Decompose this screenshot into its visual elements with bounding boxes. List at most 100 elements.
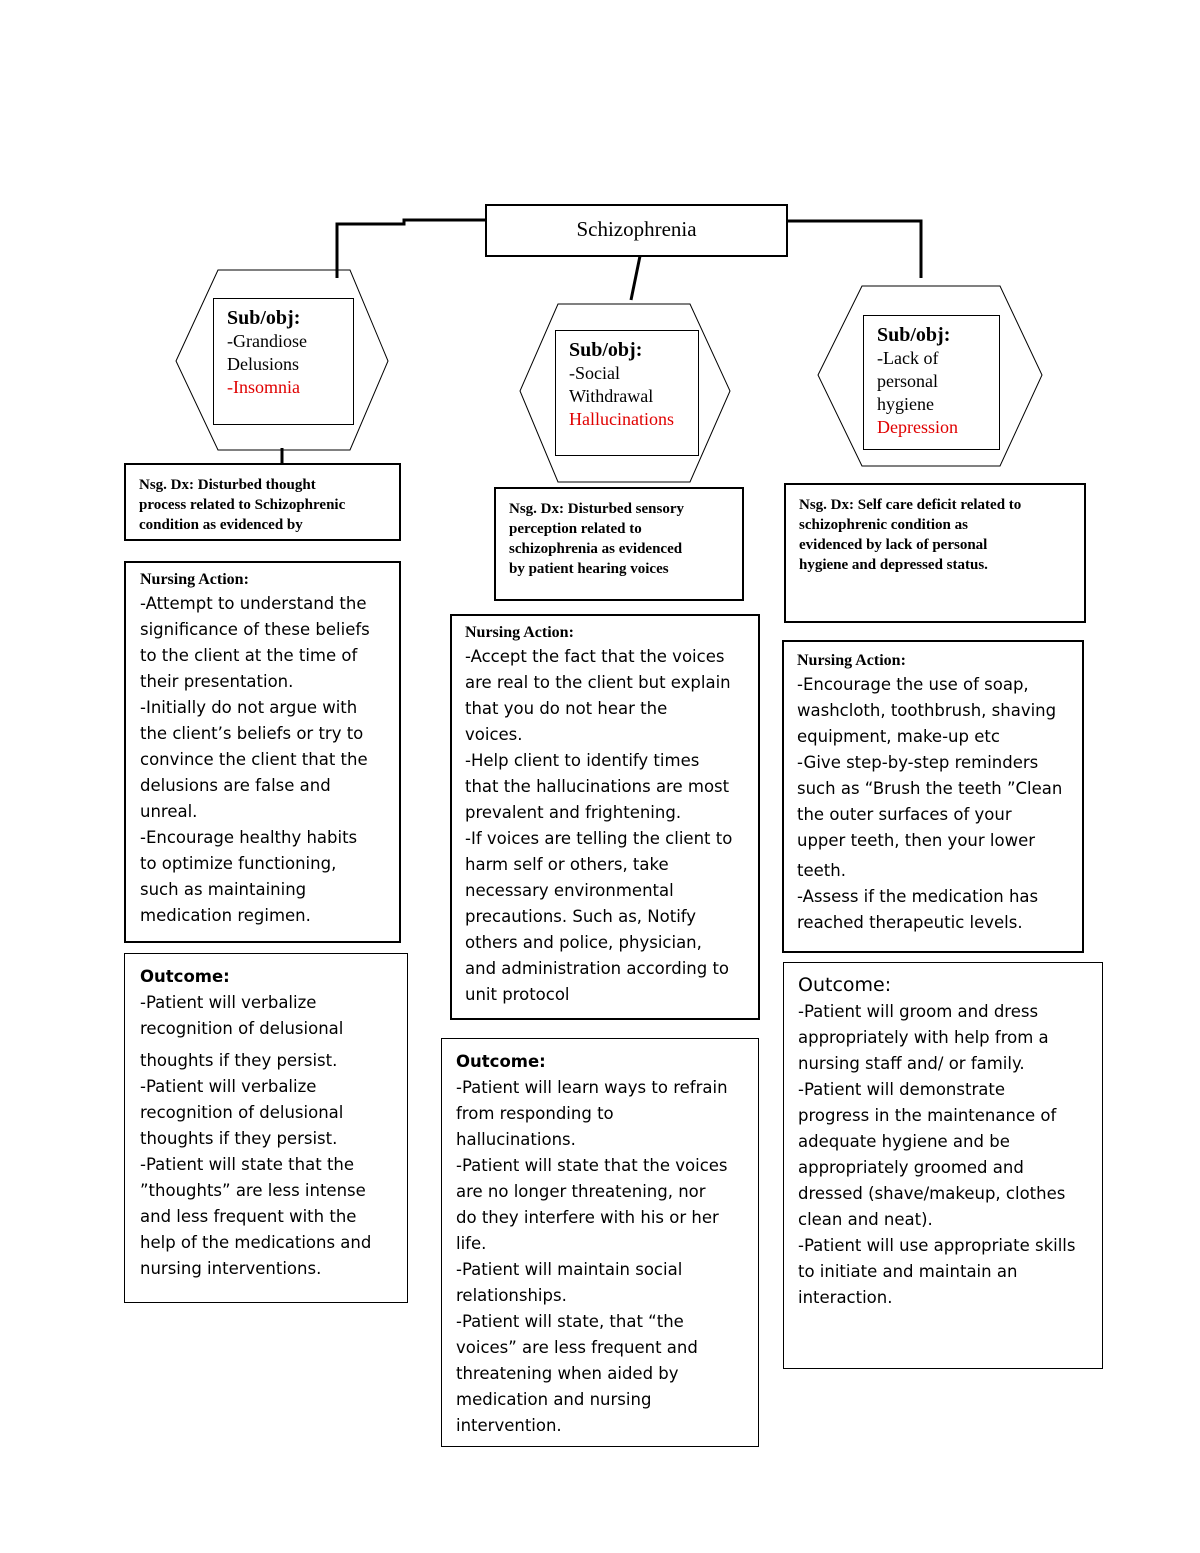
- nursing-action-line: upper teeth, then your lower: [797, 831, 1036, 850]
- nursing-action-line: teeth.: [797, 861, 846, 880]
- nursing-action-line: such as maintaining: [140, 880, 307, 899]
- nsg-dx-line: Nsg. Dx: Disturbed sensory: [509, 501, 685, 517]
- outcome-line: intervention.: [456, 1416, 562, 1435]
- nursing-action-box-middle: Nursing Action: -Accept the fact that th…: [450, 614, 760, 1020]
- outcome-line: -Patient will verbalize: [140, 1077, 317, 1096]
- nsg-dx-line: schizophrenia as evidenced: [509, 541, 683, 557]
- outcome-title: Outcome:: [140, 967, 230, 986]
- nursing-action-line: others and police, physician,: [465, 933, 702, 952]
- nursing-action-line: harm self or others, take: [465, 855, 669, 874]
- outcome-line: -Patient will state, that “the: [456, 1312, 684, 1331]
- subobj-flag: Depression: [877, 417, 958, 437]
- outcome-line: nursing staff and/ or family.: [798, 1054, 1025, 1073]
- outcome-line: recognition of delusional: [140, 1103, 344, 1122]
- nursing-action-title: Nursing Action:: [465, 624, 574, 641]
- subobj-item: -Social: [569, 363, 620, 383]
- nursing-action-line: the outer surfaces of your: [797, 805, 1012, 824]
- outcome-line: -Patient will groom and dress: [798, 1002, 1039, 1021]
- outcome-line: ”thoughts” are less intense: [140, 1181, 366, 1200]
- nursing-action-line: -Help client to identify times: [465, 751, 700, 770]
- subobj-box-middle: Sub/obj: -Social Withdrawal Hallucinatio…: [555, 330, 699, 456]
- outcome-box-middle: Outcome: -Patient will learn ways to ref…: [441, 1038, 759, 1447]
- nursing-action-line: unreal.: [140, 802, 198, 821]
- outcome-line: medication and nursing: [456, 1390, 652, 1409]
- outcome-box-left: Outcome: -Patient will verbalize recogni…: [124, 953, 408, 1303]
- nsg-dx-line: hygiene and depressed status.: [799, 557, 988, 573]
- nsg-dx-box-middle: Nsg. Dx: Disturbed sensory perception re…: [494, 487, 744, 601]
- outcome-line: and less frequent with the: [140, 1207, 357, 1226]
- nursing-action-line: equipment, make-up etc: [797, 727, 1000, 746]
- outcome-line: -Patient will state that the: [140, 1155, 355, 1174]
- nursing-action-line: that you do not hear the: [465, 699, 668, 718]
- nursing-action-title: Nursing Action:: [140, 571, 249, 588]
- nsg-dx-line: evidenced by lack of personal: [799, 537, 988, 553]
- nursing-action-line: -Assess if the medication has: [797, 887, 1039, 906]
- nursing-action-line: voices.: [465, 725, 523, 744]
- nsg-dx-line: process related to Schizophrenic: [139, 497, 346, 513]
- hexagon-left: [175, 269, 389, 451]
- nursing-action-line: precautions. Such as, Notify: [465, 907, 697, 926]
- subobj-box-left: Sub/obj: -Grandiose Delusions -Insomnia: [213, 298, 354, 425]
- nursing-action-line: -Give step-by-step reminders: [797, 753, 1039, 772]
- nursing-action-title: Nursing Action:: [797, 652, 906, 669]
- nursing-action-line: are real to the client but explain: [465, 673, 731, 692]
- subobj-item: personal: [877, 371, 938, 391]
- outcome-line: -Patient will demonstrate: [798, 1080, 1005, 1099]
- nsg-dx-line: Nsg. Dx: Disturbed thought: [139, 477, 316, 493]
- subobj-item: Withdrawal: [569, 386, 654, 406]
- subobj-item: -Lack of: [877, 348, 939, 368]
- hexagon-right: [817, 285, 1043, 467]
- nursing-action-line: significance of these beliefs: [140, 620, 370, 639]
- nursing-action-list-left: -Attempt to understand the significance …: [140, 591, 399, 929]
- nursing-action-box-right: Nursing Action: -Encourage the use of so…: [782, 640, 1084, 953]
- nursing-action-line: and administration according to: [465, 959, 730, 978]
- outcome-list-left: -Patient will verbalize recognition of d…: [140, 990, 407, 1282]
- nursing-action-line: reached therapeutic levels.: [797, 913, 1023, 932]
- nursing-action-line: -Encourage the use of soap,: [797, 675, 1029, 694]
- outcome-list-right: -Patient will groom and dress appropriat…: [798, 999, 1102, 1311]
- nursing-action-line: necessary environmental: [465, 881, 674, 900]
- outcome-line: do they interfere with his or her: [456, 1208, 719, 1227]
- subobj-item: hygiene: [877, 394, 934, 414]
- outcome-box-right: Outcome: -Patient will groom and dress a…: [783, 962, 1103, 1369]
- nsg-dx-line: perception related to: [509, 521, 642, 537]
- nursing-action-list-right: -Encourage the use of soap, washcloth, t…: [797, 672, 1082, 936]
- nursing-action-line: such as “Brush the teeth ”Clean: [797, 779, 1063, 798]
- outcome-line: voices” are less frequent and: [456, 1338, 698, 1357]
- outcome-line: adequate hygiene and be: [798, 1132, 1010, 1151]
- outcome-line: -Patient will maintain social: [456, 1260, 683, 1279]
- outcome-line: from responding to: [456, 1104, 614, 1123]
- hexagon-middle: [519, 303, 731, 483]
- nursing-action-line: -Initially do not argue with: [140, 698, 358, 717]
- nsg-dx-box-left: Nsg. Dx: Disturbed thought process relat…: [124, 463, 401, 541]
- nsg-dx-line: schizophrenic condition as: [799, 517, 968, 533]
- nursing-action-line: -If voices are telling the client to: [465, 829, 733, 848]
- outcome-line: nursing interventions.: [140, 1259, 322, 1278]
- outcome-line: -Patient will state that the voices: [456, 1156, 728, 1175]
- subobj-title: Sub/obj:: [877, 324, 951, 346]
- nursing-action-line: -Accept the fact that the voices: [465, 647, 725, 666]
- nursing-action-line: their presentation.: [140, 672, 294, 691]
- connector-right: [788, 219, 923, 278]
- outcome-line: dressed (shave/makeup, clothes: [798, 1184, 1066, 1203]
- nursing-action-line: unit protocol: [465, 985, 570, 1004]
- subobj-title: Sub/obj:: [227, 307, 301, 329]
- subobj-flag: -Insomnia: [227, 377, 300, 397]
- nursing-action-list-middle: -Accept the fact that the voices are rea…: [465, 644, 758, 1008]
- outcome-line: recognition of delusional: [140, 1019, 344, 1038]
- nursing-action-line: convince the client that the: [140, 750, 368, 769]
- subobj-title: Sub/obj:: [569, 339, 643, 361]
- outcome-title: Outcome:: [456, 1052, 546, 1071]
- nsg-dx-box-right: Nsg. Dx: Self care deficit related to sc…: [784, 483, 1086, 623]
- nsg-dx-line: by patient hearing voices: [509, 561, 669, 577]
- nursing-action-line: delusions are false and: [140, 776, 331, 795]
- outcome-line: help of the medications and: [140, 1233, 372, 1252]
- outcome-line: -Patient will learn ways to refrain: [456, 1078, 728, 1097]
- nursing-action-line: -Encourage healthy habits: [140, 828, 358, 847]
- outcome-line: relationships.: [456, 1286, 567, 1305]
- subobj-box-right: Sub/obj: -Lack of personal hygiene Depre…: [863, 315, 1000, 450]
- root-box: Schizophrenia: [485, 204, 788, 257]
- nsg-dx-line: Nsg. Dx: Self care deficit related to: [799, 497, 1022, 513]
- outcome-list-middle: -Patient will learn ways to refrain from…: [456, 1075, 758, 1439]
